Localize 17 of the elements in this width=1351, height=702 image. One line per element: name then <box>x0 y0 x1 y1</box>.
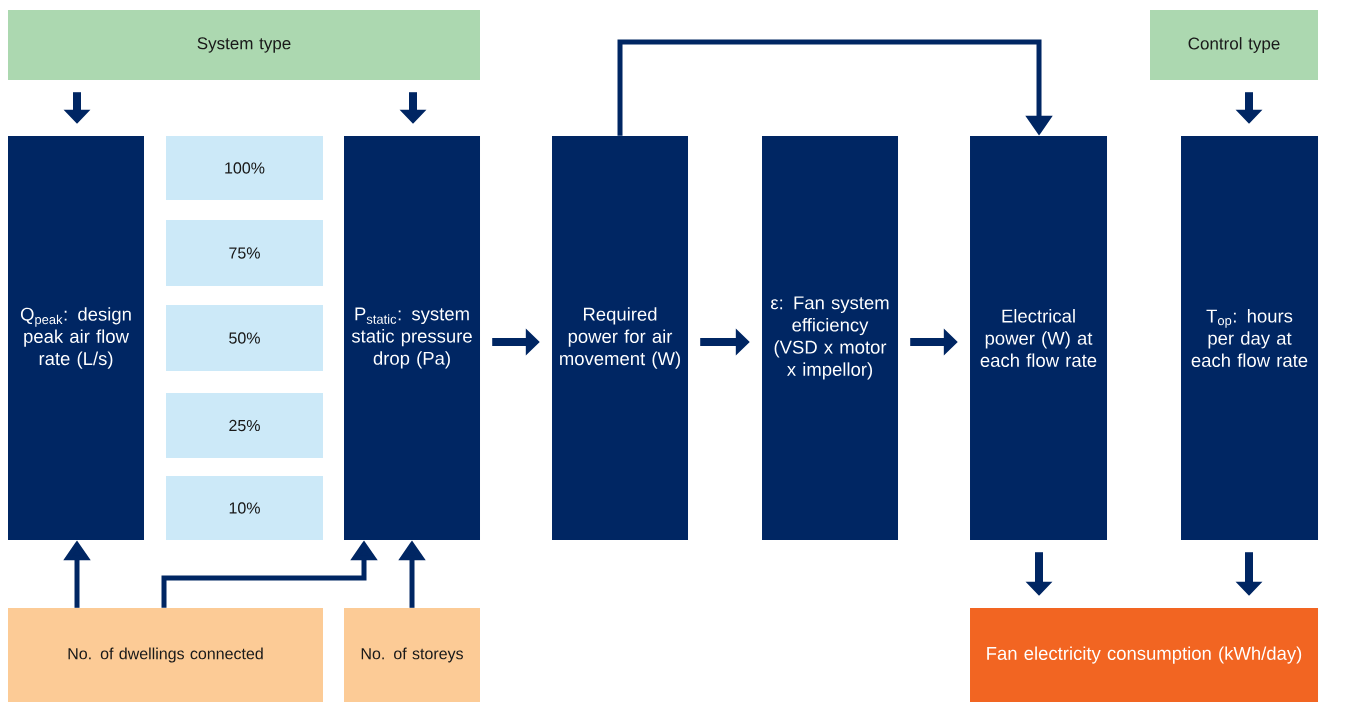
percentage-box: 50% <box>166 305 323 371</box>
process-box: Required power for air movement (W) <box>552 136 688 540</box>
input-box: No. of storeys <box>344 608 480 702</box>
process-box: Q$_{peak}$: design peak air flow rate (L/s) <box>8 136 144 540</box>
input-box: Control type <box>1150 10 1318 80</box>
process-box: Electrical power (W) at each flow rate <box>970 136 1107 540</box>
percentage-box: 75% <box>166 220 323 286</box>
process-box: T$_{op}$: hours per day at each flow rate <box>1181 136 1318 540</box>
process-box: ε: Fan system efficiency (VSD x motor x impellor) <box>762 136 898 540</box>
arrow <box>617 39 1053 136</box>
input-box: No. of dwellings connected <box>8 608 323 702</box>
percentage-box: 25% <box>166 393 323 458</box>
percentage-box: 100% <box>166 136 323 200</box>
process-box: P$_{static}$: system static pressure drop (Pa) <box>344 136 480 540</box>
percentage-box: 10% <box>166 476 323 540</box>
output-box: Fan electricity consumption (kWh/day) <box>970 608 1318 702</box>
input-box: System type <box>8 10 480 80</box>
